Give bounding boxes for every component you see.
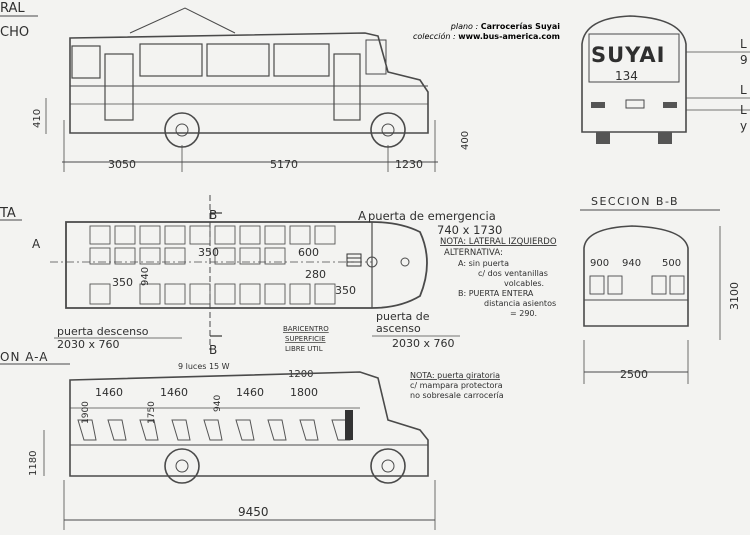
section-bb-dim-1: 900	[590, 258, 609, 269]
section-bb-height: 3100	[728, 282, 741, 310]
plan-ascenso-size: 2030 x 760	[392, 337, 455, 350]
rear-view: SUYAI 134 L 9 L L y	[581, 15, 750, 144]
credit-plano-value: Carrocerías Suyai	[480, 22, 560, 31]
plan-baricentro-2: SUPERFICIE	[285, 335, 326, 343]
section-aa-note-1: NOTA: puerta giratoria	[410, 371, 500, 380]
rear-edge-label-2: 9	[740, 53, 748, 67]
section-aa-dim-4: 1800	[290, 386, 318, 399]
rear-brand: SUYAI	[591, 43, 665, 67]
credit-coleccion: colección : www.bus-america.com	[413, 32, 560, 42]
side-front-wheel	[370, 112, 406, 148]
section-bb-dim-2: 940	[622, 258, 641, 269]
plan-note-b3: = 290.	[510, 309, 537, 318]
plan-dim-940: 940	[140, 267, 151, 286]
credit-plano-prefix: plano :	[450, 22, 481, 31]
plan-descenso-label: puerta descenso	[57, 325, 149, 338]
section-aa-dim-3: 1460	[236, 386, 264, 399]
plan-view-title: TA	[0, 206, 16, 221]
plan-emergency-label: puerta de emergencia	[368, 209, 496, 223]
plan-dim-350-c: 350	[335, 284, 356, 297]
plan-section-a-left: A	[32, 237, 41, 251]
credit-block: plano : Carrocerías Suyai colección : ww…	[413, 22, 560, 42]
section-aa-vdim-3: 940	[213, 395, 223, 412]
plan-note-a2: c/ dos ventanillas	[478, 269, 548, 278]
side-height-left: 410	[32, 109, 43, 128]
side-height-right: 400	[460, 131, 471, 150]
section-bb-width: 2500	[620, 368, 648, 381]
plan-ascenso-label-1: puerta de	[376, 310, 430, 323]
section-aa-note-3: no sobresale carrocería	[410, 391, 504, 400]
side-dim-2: 5170	[270, 158, 298, 171]
section-bb-dim-3: 500	[662, 258, 681, 269]
plan-seats-bottom	[89, 283, 336, 305]
credit-plano: plano : Carrocerías Suyai	[413, 22, 560, 32]
plan-dim-350-b: 350	[112, 276, 133, 289]
plan-seats-top	[89, 225, 336, 265]
side-dim-1: 3050	[108, 158, 136, 171]
rear-bus-body	[581, 15, 687, 133]
section-bb-title: SECCION B-B	[591, 195, 679, 208]
plan-emergency-size: 740 x 1730	[437, 223, 502, 237]
section-bb-outline	[583, 225, 689, 327]
credit-coleccion-prefix: colección :	[412, 32, 459, 41]
plan-dim-600: 600	[298, 246, 319, 259]
plan-section-a-right: A	[358, 209, 367, 223]
section-aa: ON A-A 9 luces 15 W 1200 1460 1460 1460 …	[0, 350, 504, 530]
rear-edge-label-5: y	[740, 119, 747, 133]
plan-note-b: B: PUERTA ENTERA	[458, 289, 534, 298]
side-rear-wheel	[164, 112, 200, 148]
side-dim-3: 1230	[395, 158, 423, 171]
plan-note-title: NOTA: LATERAL IZQUIERDO	[440, 237, 557, 247]
plan-section-b-top: B	[209, 208, 217, 222]
plan-note-b2: distancia asientos	[484, 299, 556, 308]
side-view-title-1: RAL	[0, 1, 25, 16]
section-aa-dim-1: 1460	[95, 386, 123, 399]
section-aa-lights: 9 luces 15 W	[178, 362, 230, 371]
plan-section-b-bottom: B	[209, 343, 217, 357]
section-aa-outline	[69, 371, 429, 477]
section-aa-vdim-2: 1750	[147, 401, 157, 424]
credit-coleccion-value: www.bus-america.com	[458, 32, 560, 41]
section-aa-dim-2: 1460	[160, 386, 188, 399]
section-aa-top-dim: 1200	[288, 369, 313, 380]
rear-number: 134	[615, 69, 638, 83]
plan-note-a3: volcables.	[504, 279, 544, 288]
side-bus-body	[69, 32, 429, 134]
side-view-title-2: CHO	[0, 25, 29, 40]
rear-edge-label-3: L	[740, 83, 747, 97]
plan-note-alt: ALTERNATIVA:	[444, 248, 503, 258]
rear-edge-label-4: L	[740, 103, 747, 117]
plan-ascenso-label-2: ascenso	[376, 322, 421, 335]
section-aa-front-wheel	[370, 448, 406, 484]
side-view: RAL CHO 3050 5170 1230 410 400	[0, 1, 471, 172]
plan-baricentro-3: LIBRE UTIL	[285, 345, 323, 353]
section-aa-title: ON A-A	[0, 350, 48, 364]
rear-edge-label-1: L	[740, 37, 747, 51]
plan-note-a: A: sin puerta	[458, 259, 509, 268]
plan-dim-280: 280	[305, 268, 326, 281]
section-aa-seats	[77, 419, 351, 441]
section-aa-note-2: c/ mampara protectora	[410, 381, 503, 390]
plan-view: TA B B	[0, 195, 557, 357]
section-bb: SECCION B-B 900 940 500 3100 2500	[580, 195, 741, 384]
plan-baricentro-1: BARICENTRO	[283, 325, 329, 333]
section-aa-rear-wheel	[164, 448, 200, 484]
plan-bus-outline	[65, 221, 428, 309]
section-aa-height-left: 1180	[28, 451, 39, 476]
plan-descenso-size: 2030 x 760	[57, 338, 120, 351]
section-aa-vdim-1: 1900	[81, 401, 91, 424]
section-aa-total-length: 9450	[238, 505, 269, 519]
plan-dim-350-a: 350	[198, 246, 219, 259]
